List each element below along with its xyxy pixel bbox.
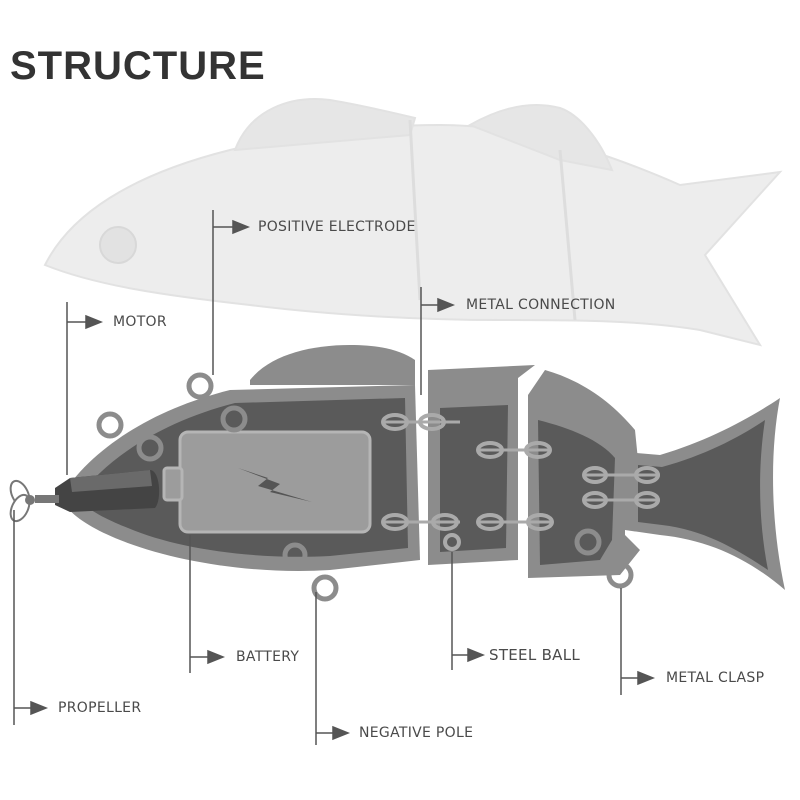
arrow-icon: [467, 647, 486, 663]
label-positive-electrode: POSITIVE ELECTRODE: [258, 219, 416, 235]
arrow-icon: [232, 219, 251, 235]
label-metal-connection: METAL CONNECTION: [466, 297, 616, 313]
ghost-fish-image: [43, 98, 783, 347]
arrow-icon: [30, 700, 49, 716]
arrow-icon: [85, 314, 104, 330]
arrow-icon: [637, 670, 656, 686]
eyelet-rings: [96, 372, 634, 602]
dorsal-fin: [250, 345, 415, 385]
arrow-icon: [437, 297, 456, 313]
metal-connections: [381, 413, 660, 551]
label-steel-ball: STEEL BALL: [489, 646, 581, 664]
propeller: [9, 479, 59, 523]
arrow-icon: [207, 649, 226, 665]
page-title: STRUCTURE: [10, 44, 266, 88]
label-propeller: PROPELLER: [58, 700, 142, 716]
label-negative-pole: NEGATIVE POLE: [359, 725, 474, 741]
label-metal-clasp: METAL CLASP: [666, 670, 765, 686]
leader-lines: [13, 210, 656, 745]
label-motor: MOTOR: [113, 314, 167, 330]
lightning-bolt-icon: [238, 468, 312, 502]
arrow-icon: [332, 725, 351, 741]
battery: [162, 430, 372, 534]
motor: [55, 470, 160, 512]
label-battery: BATTERY: [236, 649, 300, 665]
